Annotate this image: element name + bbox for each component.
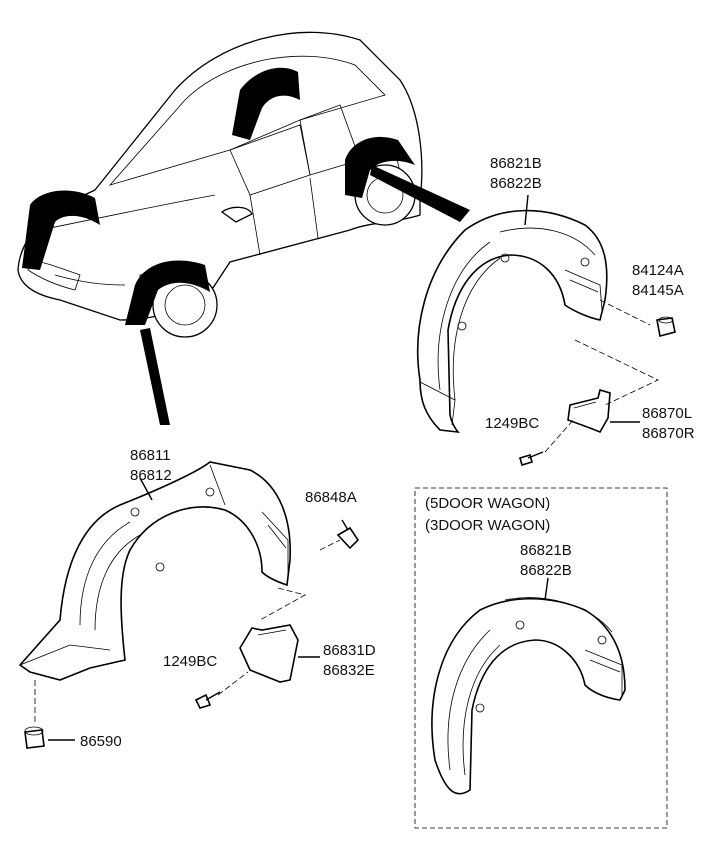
label-rear-flap-2: 86870R [642,425,695,442]
rear-mud-flap [567,388,611,434]
rear-wheel-liner [417,209,608,434]
car-illustration [17,31,470,425]
front-wheel-liner [18,461,291,681]
label-rear-nut-1: 84124A [632,262,684,279]
front-bolt [24,726,45,749]
front-clip [336,519,360,550]
label-rear-liner-1: 86821B [490,155,542,172]
label-rear-flap-1: 86870L [642,405,692,422]
label-front-screw: 1249BC [163,653,217,670]
label-front-flap-2: 86832E [323,662,375,679]
front-leader-lines [48,477,320,741]
label-rear-nut-2: 84145A [632,282,684,299]
label-rear-liner-2: 86822B [490,175,542,192]
label-wagon-liner-2: 86822B [520,562,572,579]
rear-nut [656,316,676,337]
label-front-liner-1: 86811 [130,447,171,464]
label-wagon-variant-1: (5DOOR WAGON) [425,495,550,512]
label-front-bolt: 86590 [80,733,122,750]
front-dashed-lines [34,539,341,725]
wagon-box [414,487,668,829]
label-front-liner-2: 86812 [130,467,172,484]
label-front-flap-1: 86831D [323,642,376,659]
label-front-clip: 86848A [305,489,357,506]
front-screw [194,691,221,709]
front-mud-flap [239,624,299,683]
rear-screw [519,451,544,466]
rear-leader-lines [524,194,640,423]
label-wagon-liner-1: 86821B [520,542,572,559]
label-wagon-variant-2: (3DOOR WAGON) [425,517,550,534]
rear-dashed-lines [544,299,659,453]
label-rear-screw: 1249BC [485,415,539,432]
